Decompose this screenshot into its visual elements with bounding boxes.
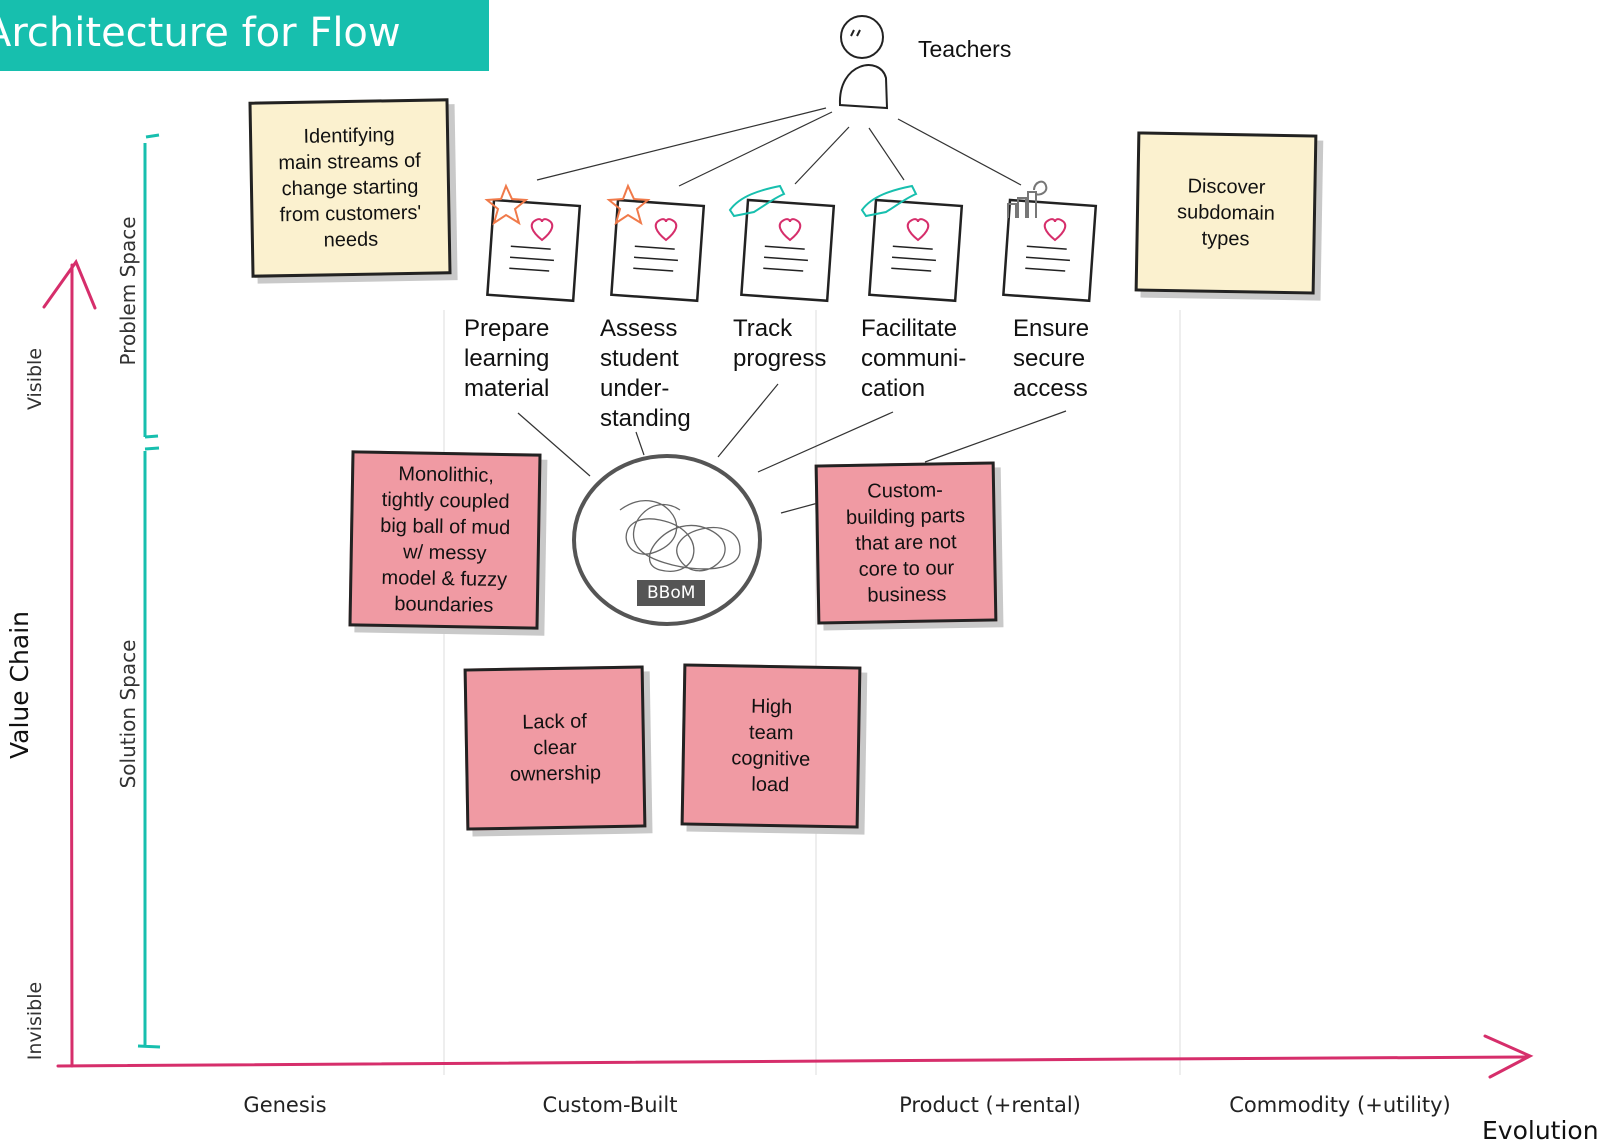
note-text: Identifying main streams of change start…: [278, 124, 422, 252]
hand-icon: [860, 184, 918, 218]
note-text: Custom- building parts that are not core…: [845, 479, 966, 607]
note-monolithic-bbom: Monolithic, tightly coupled big ball of …: [348, 450, 542, 630]
need-card-3: [740, 198, 836, 303]
stage-genesis: Genesis: [243, 1093, 327, 1117]
heart-icon: [778, 218, 802, 242]
heart-icon: [1043, 218, 1067, 242]
need-card-1: [486, 198, 582, 303]
need-icons: [484, 180, 1048, 226]
note-cognitive-load: High team cognitive load: [680, 663, 862, 829]
value-chain-label: Value Chain: [5, 611, 34, 760]
heart-icon: [906, 218, 930, 242]
axes: [42, 258, 1534, 1079]
need-label-facilitate: Facilitate communi- cation: [861, 315, 967, 402]
problem-space-label: Problem Space: [116, 216, 140, 366]
need-label-assess: Assess student under- standing: [600, 315, 691, 432]
heart-icons: [530, 218, 1067, 242]
evolution-label: Evolution: [1482, 1116, 1599, 1145]
note-text: Discover subdomain types: [1176, 175, 1276, 251]
note-text: Lack of clear ownership: [509, 710, 602, 786]
user-icon: [838, 15, 889, 110]
need-label-prepare: Prepare learning material: [464, 315, 550, 402]
solution-space-label: Solution Space: [116, 639, 140, 789]
visible-label: Visible: [24, 347, 46, 411]
need-card-5: [1002, 198, 1098, 303]
bbom-component: [572, 454, 762, 626]
page-title: Architecture for Flow: [0, 0, 489, 71]
heart-icon: [530, 218, 554, 242]
note-text: Monolithic, tightly coupled big ball of …: [379, 463, 511, 617]
stage-custom-built: Custom-Built: [542, 1093, 678, 1117]
need-card-2: [610, 198, 706, 303]
note-text: High team cognitive load: [731, 695, 811, 797]
invisible-label: Invisible: [24, 981, 46, 1061]
value-chain-axis: [69, 263, 75, 1068]
need-label-ensure: Ensure secure access: [1013, 315, 1090, 402]
star-icon: [484, 183, 529, 226]
value-chain-arrowhead: [42, 258, 97, 310]
need-card-4: [868, 198, 964, 303]
bbom-label: BBoM: [637, 580, 706, 606]
stage-product: Product (+rental): [899, 1093, 1081, 1117]
star-icon: [606, 183, 651, 226]
note-identifying-streams: Identifying main streams of change start…: [248, 98, 452, 278]
bbom-links: [517, 383, 1067, 514]
wrench-hand-icon: [1007, 180, 1048, 218]
evolution-axis: [56, 1055, 1530, 1068]
note-custom-building: Custom- building parts that are not core…: [814, 461, 998, 625]
note-discover-subdomains: Discover subdomain types: [1134, 131, 1318, 295]
problem-space-bracket: [143, 133, 160, 439]
band-brackets: [137, 133, 161, 1049]
tangle-icon: [619, 500, 741, 572]
heart-icon: [654, 218, 678, 242]
actor-label: Teachers: [918, 36, 1012, 62]
hand-icon: [728, 184, 786, 218]
solution-space-bracket: [137, 446, 161, 1049]
actor-links: [536, 107, 1022, 187]
stage-commodity: Commodity (+utility): [1229, 1093, 1451, 1117]
need-label-track: Track progress: [733, 315, 827, 372]
note-lack-ownership: Lack of clear ownership: [463, 665, 647, 831]
evolution-arrowhead: [1483, 1034, 1534, 1079]
need-cards: [486, 198, 1098, 303]
